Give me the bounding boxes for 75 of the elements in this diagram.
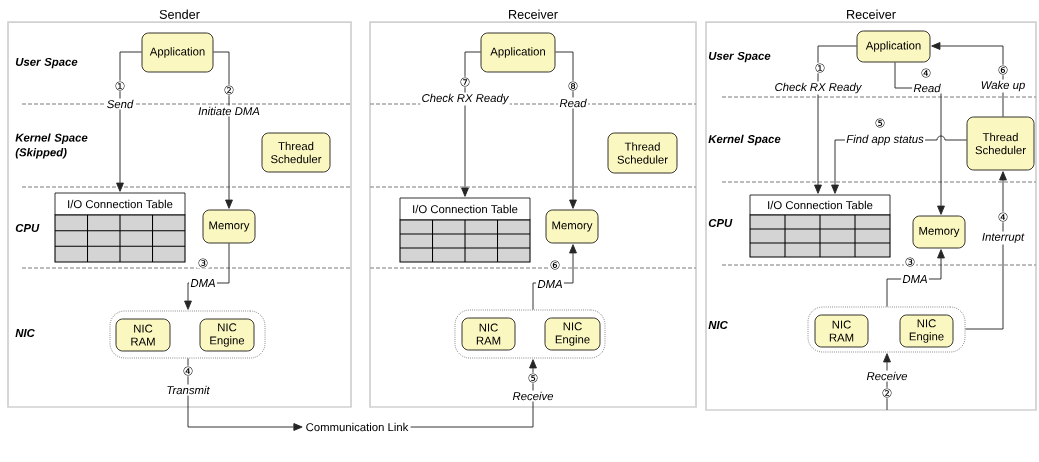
step-number: ⑥ bbox=[548, 259, 562, 271]
process-box: NIC Engine bbox=[199, 318, 255, 352]
process-box: Memory bbox=[545, 209, 599, 244]
edge-label: Transmit bbox=[165, 384, 211, 396]
dotted-group bbox=[454, 309, 606, 359]
step-number: ② bbox=[880, 387, 894, 399]
process-box: Memory bbox=[912, 215, 966, 249]
row-label: Kernel Space (Skipped) bbox=[15, 133, 88, 159]
step-number: ④ bbox=[996, 211, 1010, 223]
node-label: Receiver bbox=[847, 9, 896, 19]
process-box: Memory bbox=[202, 209, 256, 244]
node-label: I/O Connection Table bbox=[68, 199, 173, 209]
process-box: NIC Engine bbox=[899, 314, 954, 348]
edge-label: Read bbox=[558, 97, 588, 109]
arrow bbox=[814, 45, 858, 194]
node-label: I/O Connection Table bbox=[413, 204, 518, 214]
row-label: NIC bbox=[15, 329, 35, 337]
connection-table: I/O Connection Table bbox=[749, 194, 891, 258]
step-number: ⑤ bbox=[526, 372, 540, 384]
arrow bbox=[931, 42, 1004, 118]
edge-label: Send bbox=[105, 98, 135, 110]
process-box: Thread Scheduler bbox=[261, 132, 331, 173]
step-number: ③ bbox=[196, 257, 210, 269]
step-number: ⑥ bbox=[996, 64, 1010, 76]
node-label: Receiver bbox=[509, 9, 558, 19]
arrow bbox=[410, 359, 537, 428]
node-label: I/O Connection Table bbox=[768, 200, 873, 210]
arrow bbox=[187, 357, 303, 431]
process-box: Application bbox=[480, 32, 556, 73]
edge-label: DMA bbox=[189, 277, 217, 289]
arrow bbox=[883, 353, 891, 411]
step-number: ⑦ bbox=[458, 76, 472, 88]
step-number: ② bbox=[222, 84, 236, 96]
connection-table: I/O Connection Table bbox=[54, 192, 186, 263]
row-label: User Space bbox=[708, 51, 771, 63]
process-box: Thread Scheduler bbox=[966, 116, 1035, 171]
edge-label: Initiate DMA bbox=[196, 105, 262, 117]
process-box: NIC RAM bbox=[814, 314, 869, 348]
row-label: Kernel Space bbox=[708, 134, 781, 146]
arrow bbox=[116, 51, 143, 192]
process-box: NIC RAM bbox=[461, 317, 516, 351]
edge-label: Check RX Ready bbox=[420, 92, 510, 106]
process-box: Application bbox=[856, 30, 931, 63]
row-label: CPU bbox=[708, 219, 733, 227]
edge-label: Receive bbox=[511, 390, 555, 402]
edge-label: Check RX Ready bbox=[773, 81, 863, 95]
connection-table: I/O Connection Table bbox=[399, 197, 531, 263]
arrow bbox=[212, 51, 233, 209]
edge-label: Find app status bbox=[844, 133, 926, 147]
process-box: NIC RAM bbox=[115, 318, 171, 352]
step-number: ① bbox=[113, 80, 127, 92]
step-number: ⑤ bbox=[873, 117, 887, 129]
arrow bbox=[554, 51, 577, 209]
step-number: ⑧ bbox=[566, 80, 580, 92]
step-number: ④ bbox=[181, 365, 195, 377]
dotted-group bbox=[109, 310, 266, 359]
row-label: User Space bbox=[15, 57, 78, 69]
link-label: Communication Link bbox=[306, 422, 409, 432]
process-box: Thread Scheduler bbox=[607, 132, 678, 174]
edge-label: Read bbox=[912, 82, 942, 94]
edge-label: Wake up bbox=[979, 79, 1027, 93]
row-label: NIC bbox=[708, 321, 728, 329]
arrow bbox=[461, 51, 482, 197]
step-number: ③ bbox=[903, 256, 917, 268]
step-number: ④ bbox=[919, 67, 933, 79]
dotted-group bbox=[807, 306, 966, 353]
row-label: CPU bbox=[15, 224, 40, 232]
process-box: Application bbox=[141, 32, 214, 73]
edge-label: Receive bbox=[865, 370, 909, 382]
arrow bbox=[964, 171, 1007, 330]
process-box: NIC Engine bbox=[544, 317, 601, 351]
step-number: ① bbox=[813, 62, 827, 74]
edge-label: DMA bbox=[536, 278, 564, 290]
edge-label: DMA bbox=[901, 273, 929, 285]
node-label: Sender bbox=[159, 9, 200, 19]
